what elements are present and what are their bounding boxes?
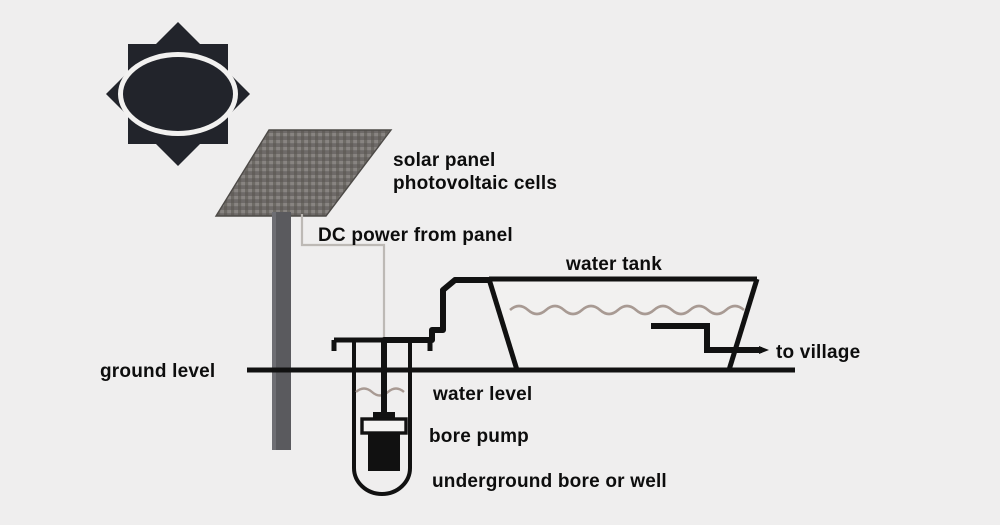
label-water-tank: water tank <box>565 254 662 275</box>
label-ground-level: ground level <box>100 361 215 382</box>
label-to-village: to village <box>776 342 860 363</box>
bore-water-surface <box>355 387 405 397</box>
tank-water-surface <box>509 304 745 316</box>
solar-panel <box>214 129 393 217</box>
label-solar-panel: solar panel <box>393 150 496 171</box>
riser-pipe <box>381 277 513 414</box>
sun-icon <box>106 22 250 166</box>
label-photovoltaic-cells: photovoltaic cells <box>393 173 557 194</box>
submersible-bore-pump <box>360 412 408 471</box>
dc-power-cable <box>300 214 386 414</box>
label-water-level: water level <box>432 384 532 405</box>
label-underground-bore: underground bore or well <box>432 471 667 492</box>
support-pole <box>272 212 291 450</box>
water-tank <box>486 276 770 373</box>
underground-bore-casing <box>352 342 412 496</box>
label-bore-pump: bore pump <box>429 426 529 447</box>
label-dc-power: DC power from panel <box>318 225 513 246</box>
